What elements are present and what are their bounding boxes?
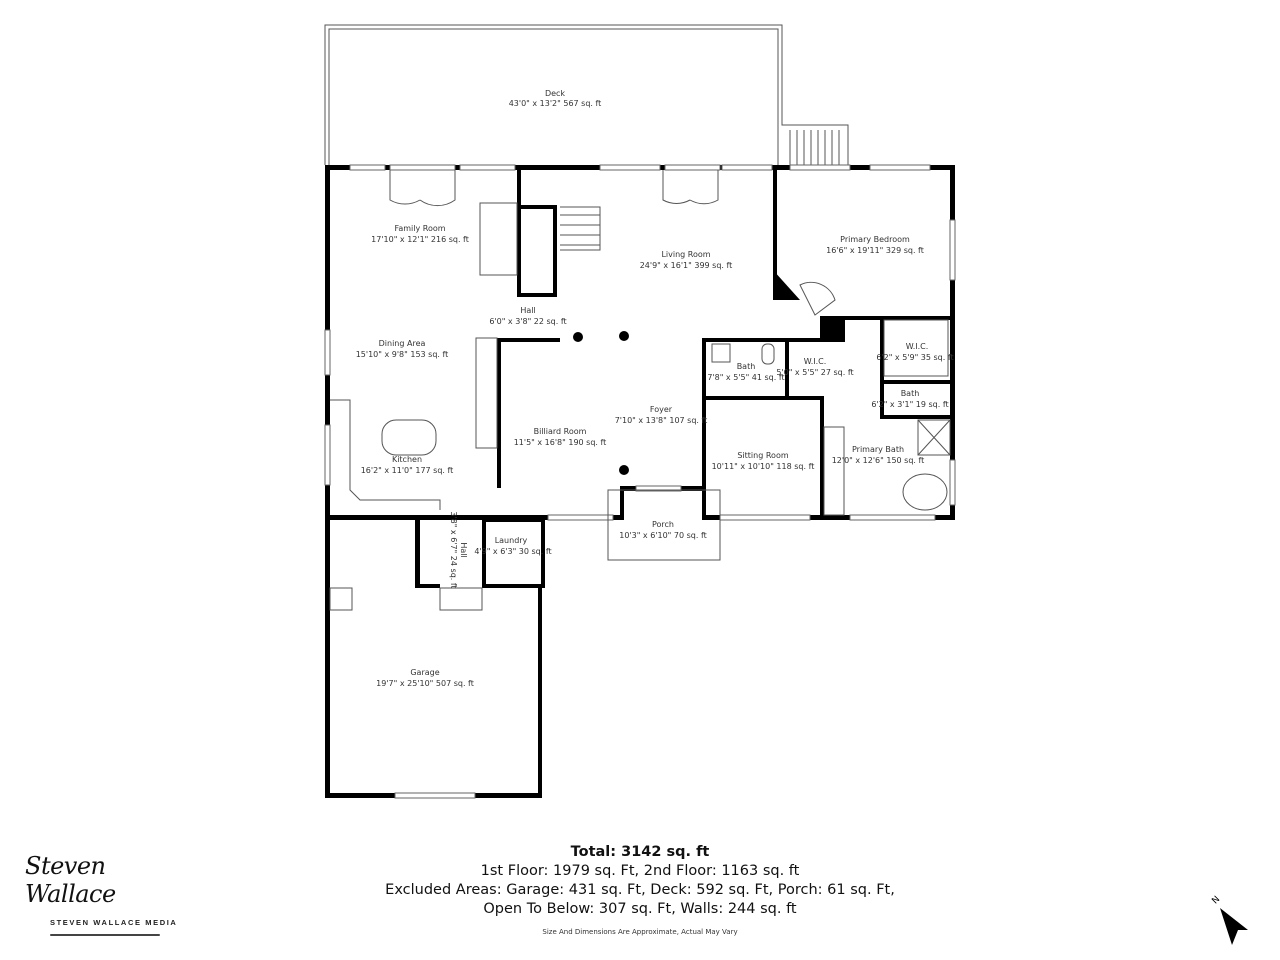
room-name-bath: Bath — [737, 362, 756, 371]
room-labels: Deck 43'0" x 13'2" 567 sq. ft Family Roo… — [356, 89, 954, 688]
room-size-billiard-room: 11'5" x 16'8" 190 sq. ft — [514, 438, 607, 447]
room-size-hall: 6'0" x 3'8" 22 sq. ft — [489, 317, 566, 326]
room-name-bath-2: Bath — [901, 389, 920, 398]
room-size-kitchen: 16'2" x 11'0" 177 sq. ft — [361, 466, 454, 475]
room-size-deck: 43'0" x 13'2" 567 sq. ft — [509, 99, 602, 108]
room-size-bath-2: 6'2" x 3'1" 19 sq. ft — [871, 400, 948, 409]
room-name-family-room: Family Room — [394, 224, 445, 233]
logo-signature: Steven Wallace — [25, 852, 116, 908]
excluded-areas: Excluded Areas: Garage: 431 sq. Ft, Deck… — [385, 882, 895, 898]
room-name-living-room: Living Room — [661, 250, 710, 259]
room-name-foyer: Foyer — [650, 405, 673, 414]
disclaimer: Size And Dimensions Are Approximate, Act… — [542, 928, 738, 936]
deck — [324, 24, 849, 165]
area-summary: Total: 3142 sq. ft 1st Floor: 1979 sq. F… — [340, 843, 940, 919]
room-name-dining-area: Dining Area — [379, 339, 426, 348]
room-name-laundry: Laundry — [495, 536, 528, 545]
deck-stairs — [789, 130, 840, 165]
room-name-hall-2: Hall — [459, 542, 468, 557]
room-size-living-room: 24'9" x 16'1" 399 sq. ft — [640, 261, 733, 270]
room-name-billiard-room: Billiard Room — [534, 427, 587, 436]
north-arrow-icon: N — [1210, 895, 1248, 945]
room-size-wic-2: 6'2" x 5'9" 35 sq. ft — [876, 353, 953, 362]
room-size-family-room: 17'10" x 12'1" 216 sq. ft — [371, 235, 469, 244]
room-name-primary-bedroom: Primary Bedroom — [840, 235, 910, 244]
room-size-sitting-room: 10'11" x 10'10" 118 sq. ft — [712, 462, 815, 471]
room-size-primary-bedroom: 16'6" x 19'11" 329 sq. ft — [826, 246, 924, 255]
room-name-hall: Hall — [520, 306, 535, 315]
room-size-hall-2: 3'8" x 6'7" 24 sq. ft — [449, 511, 458, 588]
room-size-laundry: 4'9" x 6'3" 30 sq. ft — [474, 547, 551, 556]
logo: Steven Wallace STEVEN WALLACE MEDIA — [25, 852, 185, 936]
room-name-primary-bath: Primary Bath — [852, 445, 904, 454]
room-size-foyer: 7'10" x 13'8" 107 sq. ft — [615, 416, 708, 425]
floor-areas: 1st Floor: 1979 sq. Ft, 2nd Floor: 1163 … — [480, 863, 800, 879]
logo-underline — [50, 934, 160, 936]
room-name-garage: Garage — [410, 668, 439, 677]
total-area: Total: 3142 sq. ft — [570, 844, 710, 860]
compass-label: N — [1210, 895, 1222, 907]
room-name-sitting-room: Sitting Room — [737, 451, 788, 460]
room-size-dining-area: 15'10" x 9'8" 153 sq. ft — [356, 350, 449, 359]
room-name-kitchen: Kitchen — [392, 455, 422, 464]
room-size-porch: 10'3" x 6'10" 70 sq. ft — [619, 531, 707, 540]
fixtures — [330, 170, 951, 516]
room-size-garage: 19'7" x 25'10" 507 sq. ft — [376, 679, 474, 688]
walls — [324, 164, 956, 799]
room-size-bath: 7'8" x 5'5" 41 sq. ft — [707, 373, 784, 382]
room-name-wic-2: W.I.C. — [906, 342, 929, 351]
room-size-wic: 5'0" x 5'5" 27 sq. ft — [776, 368, 853, 377]
room-size-primary-bath: 12'0" x 12'6" 150 sq. ft — [832, 456, 925, 465]
room-name-porch: Porch — [652, 520, 674, 529]
room-name-deck: Deck — [545, 89, 565, 98]
other-areas: Open To Below: 307 sq. Ft, Walls: 244 sq… — [483, 901, 797, 917]
room-name-wic: W.I.C. — [804, 357, 827, 366]
logo-brand: STEVEN WALLACE MEDIA — [50, 918, 178, 927]
